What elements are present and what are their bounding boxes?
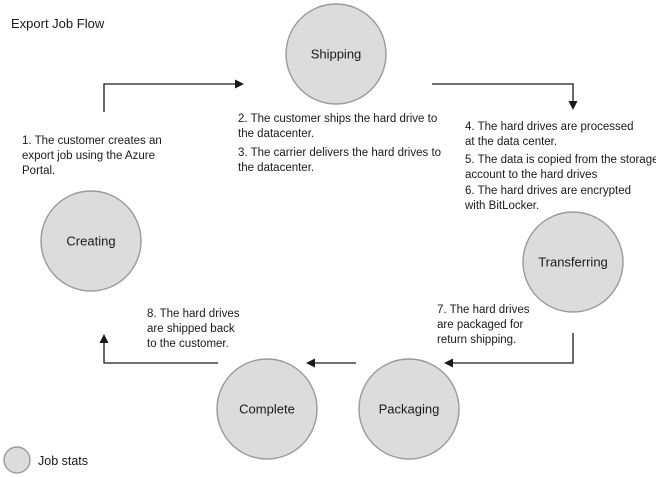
- note-step-6-line-1: 6. The hard drives are encrypted: [465, 185, 631, 197]
- note-step-2-line-1: 2. The customer ships the hard drive to: [238, 113, 437, 125]
- arrow-head-to-creating: [99, 334, 109, 343]
- note-step-7-line-3: return shipping.: [437, 334, 516, 346]
- note-step-7: 7. The hard drives are packaged for retu…: [437, 304, 533, 346]
- node-packaging-circle: [358, 358, 460, 460]
- node-shipping-label: Shipping: [311, 46, 362, 61]
- node-complete-circle: [216, 358, 318, 460]
- connector-shipping-to-transferring: [432, 83, 574, 102]
- connector-transferring-to-packaging: [452, 333, 574, 364]
- node-packaging: Packaging: [358, 358, 460, 460]
- diagram-title: Export Job Flow: [11, 16, 105, 31]
- note-step-1-line-1: 1. The customer creates an: [22, 135, 162, 147]
- note-step-4-line-1: 4. The hard drives are processed: [465, 121, 634, 133]
- node-transferring-label: Transferring: [538, 254, 608, 269]
- note-step-4: 4. The hard drives are processed at the …: [465, 121, 637, 148]
- arrow-head-to-shipping: [235, 79, 244, 89]
- node-shipping: Shipping: [285, 3, 387, 105]
- node-transferring: Transferring: [522, 211, 624, 313]
- note-step-2: 2. The customer ships the hard drive to …: [238, 113, 440, 140]
- note-step-7-line-2: are packaged for: [437, 319, 523, 331]
- note-step-1: 1. The customer creates an export job us…: [22, 135, 165, 177]
- arrow-head-to-packaging: [444, 358, 453, 368]
- note-step-5: 5. The data is copied from the storage a…: [465, 154, 656, 181]
- node-creating-label: Creating: [66, 233, 115, 248]
- arrow-head-to-complete: [306, 358, 315, 368]
- node-packaging-label: Packaging: [379, 401, 440, 416]
- note-step-5-line-1: 5. The data is copied from the storage: [465, 154, 656, 166]
- note-step-6: 6. The hard drives are encrypted with Bi…: [464, 185, 634, 212]
- note-step-1-line-3: Portal.: [22, 165, 55, 177]
- note-step-1-line-2: export job using the Azure: [22, 150, 155, 162]
- note-step-3-line-1: 3. The carrier delivers the hard drives …: [238, 147, 441, 159]
- node-creating: Creating: [40, 190, 142, 292]
- note-step-4-line-2: at the data center.: [465, 136, 557, 148]
- legend-label: Job stats: [38, 454, 88, 468]
- node-complete-label: Complete: [239, 401, 295, 416]
- note-step-3: 3. The carrier delivers the hard drives …: [238, 147, 444, 174]
- note-step-3-line-2: the datacenter.: [238, 162, 314, 174]
- connector-complete-to-creating: [103, 342, 218, 364]
- note-step-2-line-2: the datacenter.: [238, 128, 314, 140]
- note-step-8-line-3: to the customer.: [147, 338, 229, 350]
- flow-connectors: [99, 79, 578, 368]
- node-shipping-circle: [285, 3, 387, 105]
- note-step-8-line-1: 8. The hard drives: [147, 308, 240, 320]
- note-step-6-line-2: with BitLocker.: [464, 200, 539, 212]
- legend-swatch-circle: [3, 446, 31, 474]
- note-step-7-line-1: 7. The hard drives: [437, 304, 530, 316]
- node-transferring-circle: [522, 211, 624, 313]
- node-complete: Complete: [216, 358, 318, 460]
- arrow-head-to-transferring: [568, 101, 578, 110]
- connector-creating-to-shipping: [103, 83, 236, 112]
- legend: Job stats: [3, 446, 88, 474]
- note-step-5-line-2: account to the hard drives: [465, 169, 598, 181]
- note-step-8: 8. The hard drives are shipped back to t…: [147, 308, 243, 350]
- node-creating-circle: [40, 190, 142, 292]
- note-step-8-line-2: are shipped back: [147, 323, 235, 335]
